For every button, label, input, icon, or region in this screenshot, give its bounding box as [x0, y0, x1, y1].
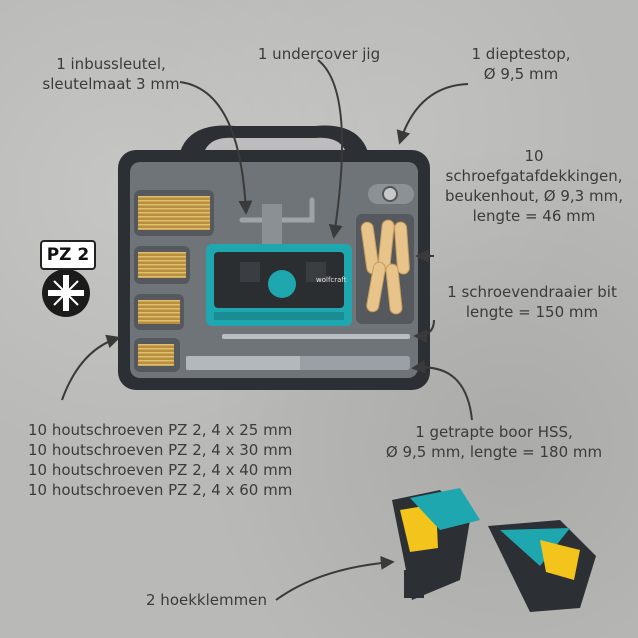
label-line: lengte = 46 mm — [472, 207, 596, 225]
label-drill: 1 getrapte boor HSS, Ø 9,5 mm, lengte = … — [384, 422, 604, 462]
callout-arrows — [61, 59, 473, 601]
label-line: 10 houtschroeven PZ 2, 4 x 60 mm — [28, 481, 293, 499]
label-line: 1 getrapte boor HSS, — [415, 423, 573, 441]
pocket-hole-jig: wolfcraft — [206, 204, 352, 326]
label-line: beukenhout, Ø 9,3 mm, — [445, 187, 623, 205]
pozidriv-symbol — [42, 269, 90, 317]
label-hex-key: 1 inbussleutel, sleutelmaat 3 mm — [26, 54, 196, 94]
screws-group — [138, 196, 210, 366]
label-line: 10 — [524, 147, 544, 165]
depth-stop — [368, 184, 414, 204]
label-line: 1 inbussleutel, — [56, 55, 166, 73]
label-line: 1 undercover jig — [257, 45, 381, 63]
label-depth-stop: 1 dieptestop, Ø 9,5 mm — [446, 44, 596, 84]
label-line: 1 schroevendraaier bit — [447, 283, 617, 301]
label-line: 2 hoekklemmen — [146, 591, 267, 609]
label-line: schroefgatafdekkingen, — [445, 167, 623, 185]
label-line: 10 houtschroeven PZ 2, 4 x 30 mm — [28, 441, 293, 459]
label-line: 10 houtschroeven PZ 2, 4 x 40 mm — [28, 461, 293, 479]
screwdriver-bit — [222, 334, 410, 339]
label-line: 10 houtschroeven PZ 2, 4 x 25 mm — [28, 421, 293, 439]
label-line: sleutelmaat 3 mm — [42, 75, 180, 93]
label-line: Ø 9,5 mm — [483, 65, 559, 83]
jig-brand-text: wolfcraft — [316, 276, 347, 284]
label-screws: 10 houtschroeven PZ 2, 4 x 25 mm 10 hout… — [28, 420, 308, 500]
label-line: lengte = 150 mm — [465, 303, 599, 321]
label-clamps: 2 hoekklemmen — [146, 590, 286, 610]
label-line: 1 dieptestop, — [471, 45, 571, 63]
corner-clamp-right — [488, 520, 596, 612]
label-line: Ø 9,5 mm, lengte = 180 mm — [385, 443, 603, 461]
wooden-plugs — [360, 219, 410, 315]
label-plugs: 10 schroefgatafdekkingen, beukenhout, Ø … — [436, 146, 632, 226]
label-jig: 1 undercover jig — [244, 44, 394, 64]
stepped-drill — [186, 356, 410, 370]
corner-clamp-left — [392, 488, 480, 600]
pz-badge: PZ 2 — [40, 240, 96, 270]
label-bit: 1 schroevendraaier bit lengte = 150 mm — [432, 282, 632, 322]
